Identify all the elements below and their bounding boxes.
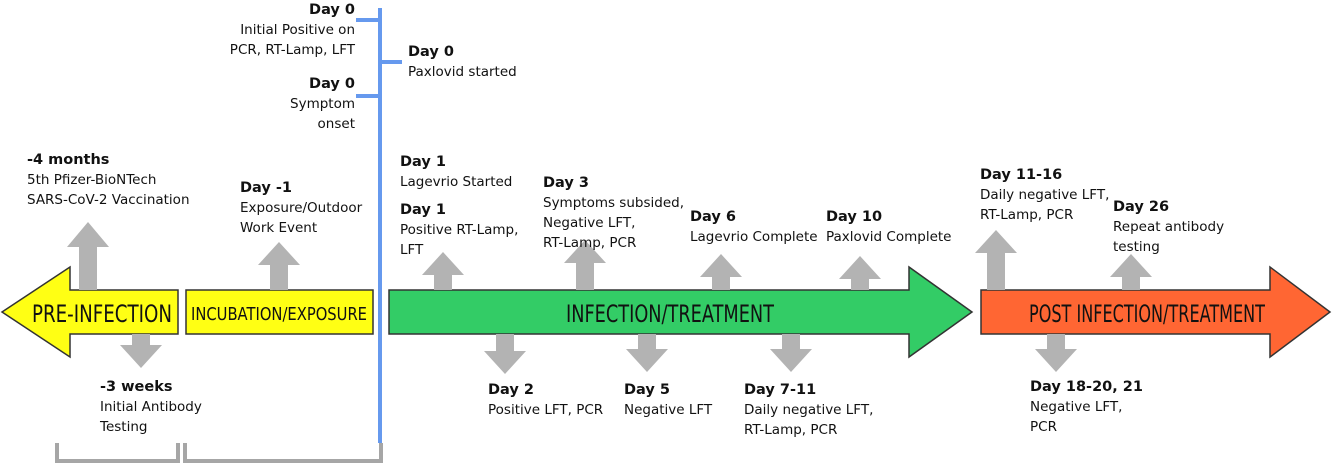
- event-desc: Repeat antibody testing: [1113, 219, 1225, 255]
- event-day1-lagevrio: Day 1 Lagevrio Started: [400, 152, 512, 192]
- event-desc: Negative LFT, PCR: [1030, 399, 1123, 435]
- arrow-up-day1: [422, 252, 464, 290]
- arrow-up-day6: [700, 254, 742, 290]
- event-day26: Day 26 Repeat antibody testing: [1113, 197, 1224, 257]
- event-day: Day 6: [690, 209, 736, 225]
- event-desc: Positive LFT, PCR: [488, 402, 604, 418]
- event-day: Day 10: [826, 209, 883, 225]
- arrow-up-day10: [839, 256, 881, 290]
- event-day: Day 3: [543, 175, 589, 191]
- event-day: Day 7-11: [744, 382, 817, 398]
- phase-label-incubation: INCUBATION/EXPOSURE: [191, 304, 367, 325]
- event-minus-4-months: -4 months 5th Pfizer-BioNTech SARS-CoV-2…: [27, 150, 190, 210]
- event-day: Day 1: [400, 202, 446, 218]
- event-desc: Initial Positive on PCR, RT-Lamp, LFT: [229, 22, 355, 58]
- phase-arrow-infection: [388, 265, 974, 359]
- event-day: Day 1: [400, 154, 446, 170]
- arrow-down-3-weeks: [120, 334, 162, 368]
- phase-label-infection: INFECTION/TREATMENT: [566, 300, 774, 328]
- phase-box-incubation: [185, 289, 374, 335]
- arrow-down-day2: [484, 334, 526, 374]
- event-desc: Symptom onset: [290, 96, 355, 132]
- event-day: Day 0: [309, 76, 355, 92]
- arrow-up-4-months: [67, 222, 109, 290]
- event-desc: Exposure/Outdoor Work Event: [240, 200, 363, 236]
- event-desc: Paxlovid Complete: [826, 229, 952, 245]
- event-day0-paxlovid: Day 0 Paxlovid started: [408, 42, 517, 82]
- bracket-pre-infection: [55, 443, 180, 463]
- event-day-minus-1: Day -1 Exposure/Outdoor Work Event: [240, 178, 362, 238]
- event-day18-21: Day 18-20, 21 Negative LFT, PCR: [1030, 377, 1143, 437]
- arrow-up-day3: [564, 240, 606, 290]
- event-day3: Day 3 Symptoms subsided, Negative LFT, R…: [543, 173, 684, 253]
- event-day6: Day 6 Lagevrio Complete: [690, 207, 818, 247]
- event-day: Day 2: [488, 382, 534, 398]
- event-day: Day 11-16: [980, 167, 1063, 183]
- phase-label-post: POST INFECTION/TREATMENT: [1029, 300, 1265, 328]
- event-day10: Day 10 Paxlovid Complete: [826, 207, 951, 247]
- event-day: -3 weeks: [100, 379, 173, 395]
- event-day11-16: Day 11-16 Daily negative LFT, RT-Lamp, P…: [980, 165, 1109, 225]
- event-day2: Day 2 Positive LFT, PCR: [488, 380, 603, 420]
- bracket-incubation: [183, 443, 383, 463]
- event-day7-11: Day 7-11 Daily negative LFT, RT-Lamp, PC…: [744, 380, 873, 440]
- event-day: Day 5: [624, 382, 670, 398]
- event-day5: Day 5 Negative LFT: [624, 380, 712, 420]
- event-day: -4 months: [27, 152, 110, 168]
- event-desc: Lagevrio Started: [400, 174, 513, 190]
- phase-label-pre-infection: PRE-INFECTION: [32, 300, 172, 328]
- arrow-up-day-minus-1: [258, 242, 300, 290]
- event-day: Day 0: [408, 44, 454, 60]
- event-day: Day 0: [309, 2, 355, 18]
- event-desc: Paxlovid started: [408, 64, 517, 80]
- event-desc: Daily negative LFT, RT-Lamp, PCR: [980, 187, 1110, 223]
- event-minus-3-weeks: -3 weeks Initial Antibody Testing: [100, 377, 202, 437]
- event-desc: Negative LFT: [624, 402, 713, 418]
- arrow-down-day7-11: [770, 334, 812, 372]
- phase-arrow-post: [980, 265, 1332, 359]
- connector-arrows: [67, 222, 1152, 290]
- event-day: Day -1: [240, 180, 292, 196]
- event-desc: Lagevrio Complete: [690, 229, 818, 245]
- arrow-up-day11-16: [975, 230, 1017, 290]
- event-desc: Initial Antibody Testing: [100, 399, 202, 435]
- event-day: Day 18-20, 21: [1030, 379, 1143, 395]
- event-desc: Daily negative LFT, RT-Lamp, PCR: [744, 402, 874, 438]
- event-desc: 5th Pfizer-BioNTech SARS-CoV-2 Vaccinati…: [27, 172, 190, 208]
- phase-arrow-pre-infection: [0, 265, 179, 359]
- event-day0-initial-positive: Day 0 Initial Positive on PCR, RT-Lamp, …: [230, 0, 355, 60]
- event-day1-positive: Day 1 Positive RT-Lamp, LFT: [400, 200, 518, 260]
- event-day0-symptom-onset: Day 0 Symptom onset: [290, 74, 355, 134]
- arrow-down-day5: [626, 334, 668, 372]
- event-desc: Symptoms subsided, Negative LFT, RT-Lamp…: [543, 195, 684, 251]
- arrow-up-day26: [1110, 254, 1152, 290]
- event-desc: Positive RT-Lamp, LFT: [400, 222, 519, 258]
- arrow-down-day18-21: [1035, 334, 1077, 372]
- event-day: Day 26: [1113, 199, 1170, 215]
